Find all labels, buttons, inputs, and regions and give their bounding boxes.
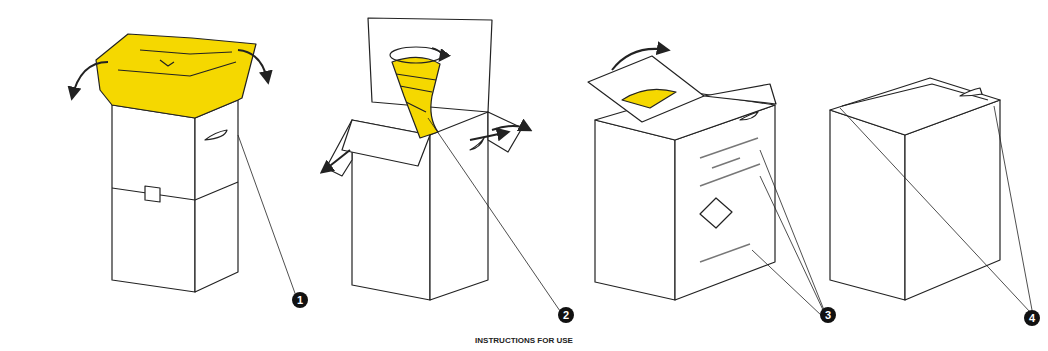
side-tab <box>704 84 776 104</box>
panel-one <box>72 34 296 296</box>
callout-number: 3 <box>820 307 836 323</box>
top-tuck <box>842 84 988 106</box>
fold-arrow <box>322 150 350 172</box>
yellow-liner <box>622 89 676 108</box>
fold-arrow <box>470 132 508 140</box>
box-front <box>830 110 905 300</box>
leader-line <box>752 250 822 316</box>
text-line <box>700 244 750 262</box>
carry-handle <box>960 88 982 96</box>
box-side <box>195 100 238 292</box>
panel-two <box>322 18 560 311</box>
twist-lines <box>396 74 436 112</box>
text-line <box>712 158 740 168</box>
hand-hole <box>740 112 758 120</box>
leader-line <box>994 106 1032 310</box>
box-latch <box>145 186 160 202</box>
leader-line <box>840 108 1030 312</box>
closing-flap <box>588 56 704 122</box>
callout-number: 2 <box>558 307 574 323</box>
panel-three <box>588 49 824 316</box>
closed-top <box>830 78 1000 135</box>
leader-line <box>428 118 560 311</box>
hazard-diamond <box>700 198 732 228</box>
twist-circle <box>390 47 442 63</box>
fold-arrow <box>238 50 268 82</box>
callout-number: 1 <box>292 292 308 308</box>
fold-arrow <box>72 62 108 98</box>
leader-line <box>760 176 824 312</box>
caption: INSTRUCTIONS FOR USE <box>475 336 573 346</box>
leader-line <box>238 135 296 296</box>
box-seam <box>112 182 238 200</box>
leader-line <box>760 150 824 310</box>
box-front <box>595 120 675 300</box>
printed-text-lines <box>700 138 760 262</box>
callout-number: 4 <box>1024 310 1040 326</box>
twist-arrow <box>432 48 442 60</box>
text-line <box>700 138 758 158</box>
yellow-liner <box>96 34 256 118</box>
fold-arrow <box>492 126 530 130</box>
hand-hole <box>205 130 227 140</box>
text-line <box>700 164 760 186</box>
fold-arrow <box>612 49 668 70</box>
twisted-liner <box>392 57 440 138</box>
liner-fold <box>160 60 174 66</box>
panel-four <box>830 78 1032 312</box>
liner-fold <box>140 50 232 54</box>
box-side <box>430 112 488 300</box>
liner-fold <box>118 62 236 76</box>
